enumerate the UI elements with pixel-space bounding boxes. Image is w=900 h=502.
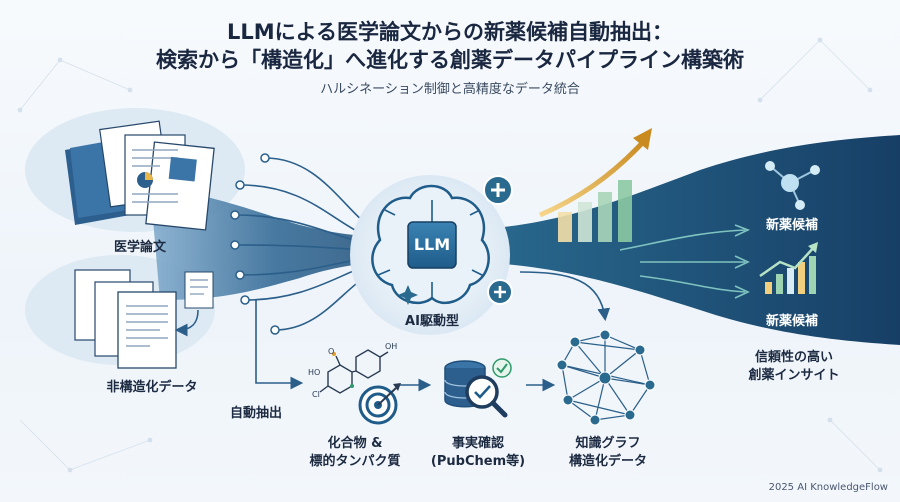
molecule-o-label: O <box>328 347 335 356</box>
label-fact-check-1: 事実確認 <box>451 436 505 451</box>
atom-icon <box>765 161 820 210</box>
molecule-ho-label: HO <box>308 368 321 377</box>
connector-nodes <box>230 153 280 335</box>
unstructured-doc-icon <box>74 269 214 369</box>
label-auto-extraction: 自動抽出 <box>230 406 283 421</box>
molecule-icon <box>319 349 389 394</box>
label-unstructured-data: 非構造化データ <box>106 380 198 395</box>
brain-chip-icon <box>371 184 490 305</box>
flow-band-right <box>470 135 900 345</box>
footer-credit: 2025 AI KnowledgeFlow <box>768 482 888 493</box>
flow-band-upper <box>150 185 400 300</box>
sparkle-icon <box>398 285 418 305</box>
pipeline-lines <box>255 271 611 392</box>
label-candidate-2: 新薬候補 <box>765 314 819 329</box>
label-fact-check-2: (PubChem等) <box>430 454 526 469</box>
background-network <box>17 37 883 473</box>
label-ai-driven: AI駆動型 <box>405 314 459 329</box>
label-insight-1: 信頼性の高い <box>754 350 834 365</box>
label-insight-2: 創薬インサイト <box>748 368 840 383</box>
molecule-oh-label: OH <box>385 342 398 351</box>
label-compounds-1: 化合物 & <box>327 436 383 451</box>
label-knowledge-graph-1: 知識グラフ <box>575 436 641 451</box>
magnifier-check-icon <box>465 358 512 418</box>
target-icon <box>358 383 401 425</box>
llm-label: LLM <box>413 235 451 254</box>
medical-paper-icon <box>65 120 215 231</box>
network-graph-icon <box>556 329 656 426</box>
label-medical-papers: 医学論文 <box>113 240 167 255</box>
plus-icon <box>483 175 513 305</box>
label-candidate-1: 新薬候補 <box>765 218 819 233</box>
label-knowledge-graph-2: 構造化データ <box>568 454 648 469</box>
candidate-chart-icon <box>759 242 818 294</box>
molecule-cl-label: Cl <box>312 390 320 399</box>
title-line-1: LLMによる医学論文からの新薬候補自動抽出： <box>226 20 674 44</box>
output-connectors <box>619 224 751 299</box>
bar-chart-icon <box>539 128 652 242</box>
title-line-2: 検索から「構造化」へ進化する創薬データパイプライン構築術 <box>156 48 744 72</box>
label-compounds-2: 標的タンパク質 <box>309 454 401 469</box>
subtitle: ハルシネーション制御と高精度なデータ統合 <box>320 82 580 97</box>
